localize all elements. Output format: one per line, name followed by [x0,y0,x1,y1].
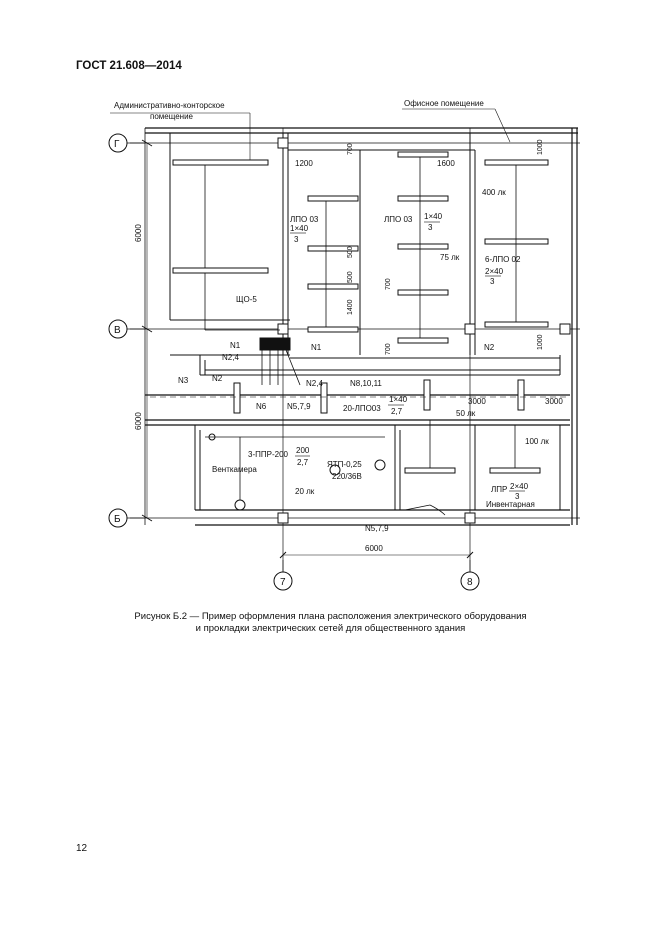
dim-1000-top: 1000 [537,139,544,155]
dim-500b: 500 [347,271,354,283]
dim-700-low: 700 [385,343,392,355]
lpo03-a-label: ЛПО 03 [290,215,319,224]
lux-75: 75 лк [440,253,460,262]
lux-20: 20 лк [295,487,315,496]
ppr-frac-top: 200 [296,446,310,455]
dim-6000-lower: 6000 [134,412,143,430]
dim-6000-bottom: 6000 [365,544,383,553]
lpr-frac-bot: 3 [515,492,520,501]
lux-50: 50 лк [456,409,476,418]
lpo03-b-frac-top: 1×40 [424,212,443,221]
dim-500a: 500 [347,246,354,258]
lux-100: 100 лк [525,437,549,446]
lpo03-a-frac-bot: 3 [294,235,299,244]
electrical-floor-plan: Административно-конторское помещение Офи… [108,99,580,591]
figure-caption-line2: и прокладки электрических сетей для обще… [195,623,466,634]
dim-700-top: 700 [347,143,354,155]
dim-3000-a: 3000 [468,397,486,406]
lux-400: 400 лк [482,188,506,197]
net-n1-b: N1 [311,343,322,352]
panel-sho5-label: ЩО-5 [236,295,257,304]
ppr-frac-bot: 2,7 [297,458,309,467]
dim-6000-upper: 6000 [134,224,143,242]
lpo02-label: 6-ЛПО 02 [485,255,521,264]
axis-v-label: В [114,325,121,336]
dim-1000-right: 1000 [537,334,544,350]
lpo03-b-label: ЛПО 03 [384,215,413,224]
net-n6: N6 [256,402,267,411]
lpo02-frac-bot: 3 [490,277,495,286]
ppr-label: 3-ППР-200 [248,450,289,459]
net-n3: N3 [178,376,189,385]
lpo03-a-frac-top: 1×40 [290,224,309,233]
axis-g-label: Г [114,139,120,150]
net-n2-a: N2 [484,343,495,352]
dim-1400: 1400 [347,299,354,315]
corridor-frac-bot: 2,7 [391,407,403,416]
net-n579-b: N5,7,9 [365,524,389,533]
net-n24-b: N2,4 [306,379,323,388]
room-office-label: Офисное помещение [404,99,484,108]
axis-b-label: Б [114,514,121,525]
dim-3000-b: 3000 [545,397,563,406]
lpr-label: ЛПР [491,485,507,494]
dim-700-mid: 700 [385,278,392,290]
document-header: ГОСТ 21.608—2014 [76,60,182,72]
lpr-frac-top: 2×40 [510,482,529,491]
room-inv-label: Инвентарная [486,500,535,509]
net-n2-b: N2 [212,374,223,383]
net-n81011: N8,10,11 [350,379,382,388]
axis-8-label: 8 [467,577,473,588]
ytp-sub: 220/36В [332,472,362,481]
room-vent-label: Венткамера [212,465,257,474]
net-n1-a: N1 [230,341,241,350]
page-number: 12 [76,843,88,854]
corridor-frac-top: 1×40 [389,395,408,404]
dim-1200: 1200 [295,159,313,168]
room-admin-label-line2: помещение [150,112,194,121]
lpo02-frac-top: 2×40 [485,267,504,276]
corridor-lpo-label: 20-ЛПО03 [343,404,381,413]
room-admin-label-line1: Административно-конторское [114,101,225,110]
dim-1600: 1600 [437,159,455,168]
ytp-label: ЯТП-0,25 [327,460,362,469]
figure-caption-line1: Рисунок Б.2 — Пример оформления плана ра… [134,611,527,622]
lpo03-b-frac-bot: 3 [428,223,433,232]
net-n24-a: N2,4 [222,353,239,362]
axis-7-label: 7 [280,577,286,588]
net-n579-a: N5,7,9 [287,402,311,411]
